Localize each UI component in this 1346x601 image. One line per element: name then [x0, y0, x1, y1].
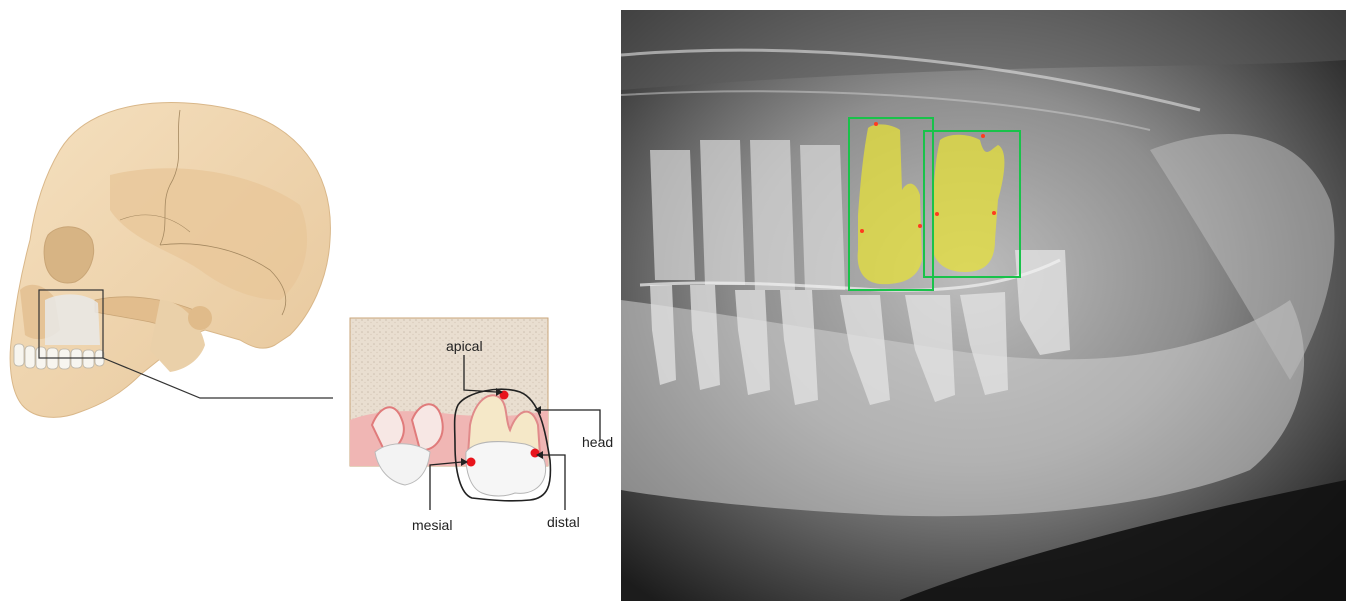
label-apical: apical — [446, 338, 483, 354]
tooth-mask-2 — [932, 135, 1004, 272]
skull-illustration — [10, 103, 333, 418]
xray-kp-mesial-1 — [860, 229, 864, 233]
tooth-inset-illustration: apical head mesial distal — [350, 318, 613, 533]
label-mesial: mesial — [412, 517, 452, 533]
xray-kp-apical-2 — [981, 134, 985, 138]
panoramic-xray — [621, 10, 1346, 601]
label-head: head — [582, 434, 613, 450]
xray-kp-apical-1 — [874, 122, 878, 126]
label-distal: distal — [547, 514, 580, 530]
xray-kp-distal-2 — [992, 211, 996, 215]
xray-kp-mesial-2 — [935, 212, 939, 216]
xray-kp-distal-1 — [918, 224, 922, 228]
